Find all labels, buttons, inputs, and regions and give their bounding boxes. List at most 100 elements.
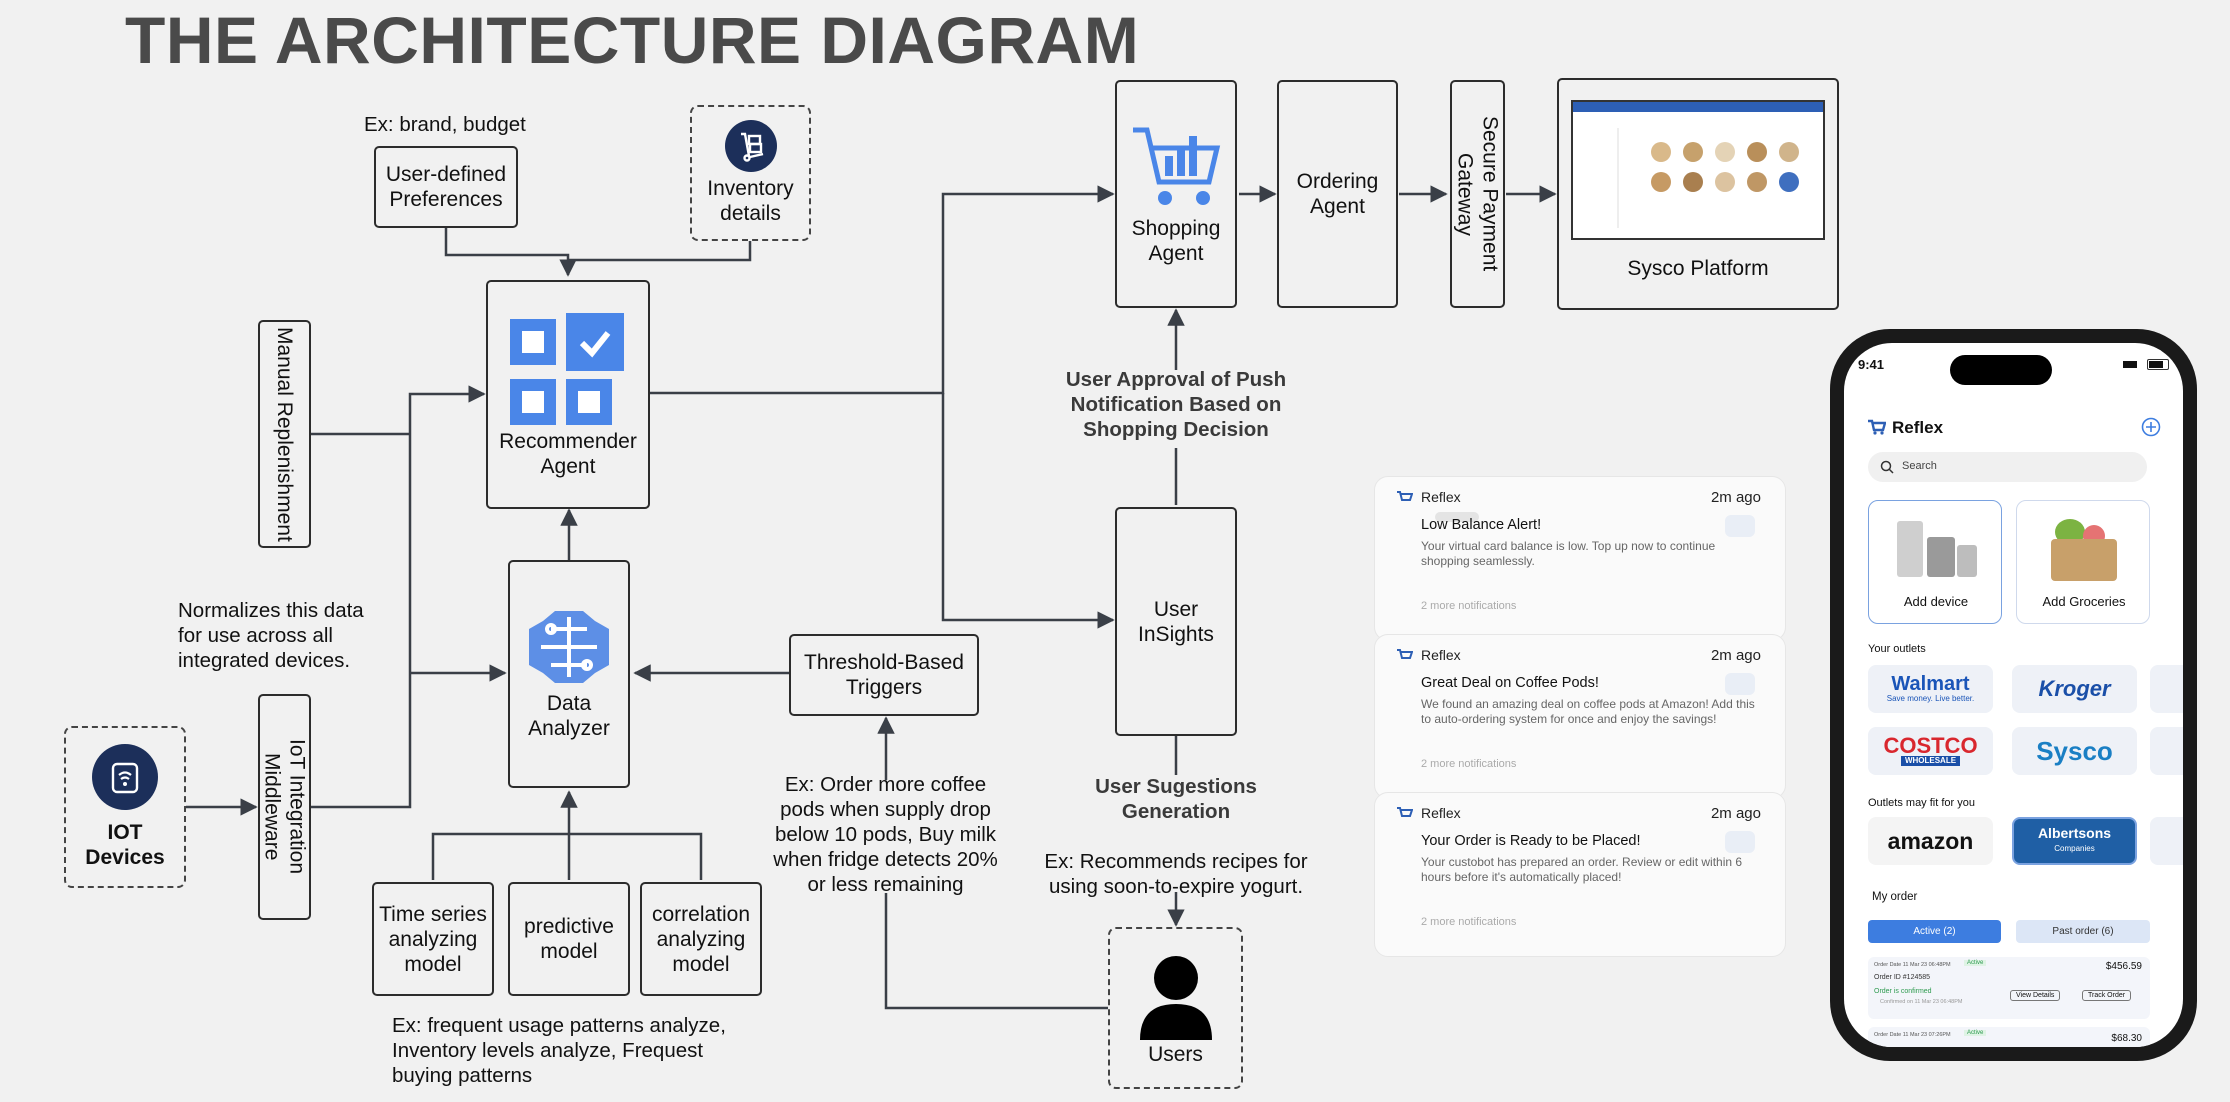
reflex-logo-icon <box>1868 419 1886 435</box>
order-status-badge: Active <box>1964 960 1987 966</box>
inventory-details-label: Inventory details <box>707 177 794 225</box>
costco-tagline: WHOLESALE <box>1900 756 1961 766</box>
walmart-name: Walmart <box>1891 673 1970 695</box>
hand-truck-icon <box>724 120 777 172</box>
note-coffee-example: Ex: Order more coffee pods when supply d… <box>773 773 998 896</box>
shopping-agent-label: Shopping Agent <box>1131 217 1221 265</box>
shopping-agent-node: Shopping Agent <box>1115 80 1237 308</box>
brain-chip-icon <box>529 611 609 683</box>
add-groceries-label: Add Groceries <box>2042 594 2126 609</box>
order-date: Order Date 11 Mar 23 06:48PM <box>1874 962 1951 968</box>
note-user-approval: User Approval of Push Notification Based… <box>1065 368 1287 441</box>
notification-time: 2m ago <box>1710 805 1761 822</box>
notification-app: Reflex <box>1421 647 1461 663</box>
shopping-cart-icon <box>1133 127 1221 205</box>
note-recipes-example: Ex: Recommends recipes for using soon-to… <box>1044 850 1308 898</box>
order-card[interactable]: Order Date 11 Mar 23 06:48PM Active $456… <box>1868 957 2150 1019</box>
user-insights-node: User InSights <box>1115 507 1237 736</box>
add-circle-icon[interactable] <box>2141 417 2161 437</box>
dynamic-island <box>1950 355 2052 385</box>
kroger-outlet[interactable]: Kroger <box>2012 665 2137 713</box>
phone-screen: 9:41 Reflex Search Add device <box>1844 343 2183 1047</box>
order-status-badge: Active <box>1964 1030 1987 1036</box>
status-icons <box>2123 359 2169 370</box>
albertsons-tagline: Companies <box>2054 844 2095 853</box>
notification-card[interactable]: Reflex 2m ago Your Order is Ready to be … <box>1374 792 1786 957</box>
grocery-bag-image <box>2047 515 2123 581</box>
time-series-model-node: Time series analyzing model <box>372 882 494 996</box>
note-patterns-example: Ex: frequent usage patterns analyze, Inv… <box>392 1014 726 1087</box>
recommender-agent-label: Recommender Agent <box>499 429 637 478</box>
diagram-title: THE ARCHITECTURE DIAGRAM <box>125 3 1140 77</box>
note-user-suggestions: User Sugestions Generation <box>1095 775 1257 823</box>
iot-devices-node: IOT Devices <box>64 726 186 888</box>
correlation-model-node: correlation analyzing model <box>640 882 762 996</box>
sysco-platform-label: Sysco Platform <box>1627 257 1769 280</box>
users-label: Users <box>1148 1042 1203 1066</box>
add-device-label: Add device <box>1903 594 1969 609</box>
cart-app-icon <box>1397 649 1413 659</box>
outlets-fit-heading: Outlets may fit for you <box>1868 797 1975 809</box>
iot-middleware-node: IoT Integration Middleware <box>258 694 311 920</box>
payment-gateway-node: Secure Payment Gateway <box>1450 80 1505 308</box>
users-node: Users <box>1108 927 1243 1089</box>
notification-more[interactable]: 2 more notifications <box>1421 600 1517 612</box>
add-groceries-card[interactable]: Add Groceries <box>2016 500 2150 624</box>
order-card[interactable]: Order Date 11 Mar 23 07:26PM Active $68.… <box>1868 1027 2150 1047</box>
costco-name: COSTCO <box>1883 733 1978 758</box>
notification-time: 2m ago <box>1710 489 1761 506</box>
notification-card[interactable]: Reflex 2m ago Great Deal on Coffee Pods!… <box>1374 634 1786 799</box>
appliances-image <box>1891 515 1981 581</box>
notification-title: Your Order is Ready to be Placed! <box>1421 833 1641 849</box>
track-order-button[interactable]: Track Order <box>2082 990 2132 1001</box>
order-date: Order Date 11 Mar 23 07:26PM <box>1874 1032 1951 1038</box>
cart-app-icon <box>1397 807 1413 817</box>
order-price: $68.30 <box>2111 1033 2142 1044</box>
costco-outlet[interactable]: COSTCO WHOLESALE <box>1868 727 1993 775</box>
walmart-tagline: Save money. Live better. <box>1886 694 1975 703</box>
order-confirmed-time: Confirmed on 11 Mar 23 06:48PM <box>1880 999 1963 1005</box>
cart-app-icon <box>1397 491 1413 501</box>
sysco-screenshot-thumbnail <box>1571 100 1825 240</box>
amazon-outlet[interactable]: amazon <box>1868 817 1993 865</box>
notification-title: Low Balance Alert! <box>1421 517 1542 533</box>
manual-replenishment-node: Manual Replenishment <box>258 320 311 548</box>
note-normalizes: Normalizes this data for use across all … <box>178 599 364 672</box>
user-silhouette-icon <box>1139 955 1212 1040</box>
view-details-button[interactable]: View Details <box>2010 990 2061 1001</box>
notification-more[interactable]: 2 more notifications <box>1421 758 1517 770</box>
add-device-card[interactable]: Add device <box>1868 500 2002 624</box>
notification-body: Your virtual card balance is low. Top up… <box>1421 539 1716 568</box>
search-input[interactable]: Search <box>1868 452 2147 482</box>
notification-more[interactable]: 2 more notifications <box>1421 916 1517 928</box>
notification-card[interactable]: Reflex 2m ago Low Balance Alert! Your vi… <box>1374 476 1786 641</box>
tab-past-orders[interactable]: Past order (6) <box>2016 920 2150 943</box>
note-brand-budget: Ex: brand, budget <box>364 113 526 136</box>
phone-mockup: 9:41 Reflex Search Add device <box>1830 329 2197 1061</box>
notification-app: Reflex <box>1421 489 1461 505</box>
iot-devices-label: IOT Devices <box>85 821 165 869</box>
notification-title: Great Deal on Coffee Pods! <box>1421 675 1599 691</box>
notification-app: Reflex <box>1421 805 1461 821</box>
recommender-grid-icon <box>510 312 624 425</box>
predictive-model-node: predictive model <box>508 882 630 996</box>
order-confirmed: Order is confirmed <box>1874 988 1932 995</box>
ordering-agent-node: Ordering Agent <box>1277 80 1398 308</box>
albertsons-name: Albertsons <box>2037 825 2112 841</box>
order-price: $456.59 <box>2105 961 2142 972</box>
your-outlets-heading: Your outlets <box>1868 643 1926 655</box>
sysco-outlet[interactable]: Sysco <box>2012 727 2137 775</box>
app-name: Reflex <box>1892 418 1944 437</box>
sysco-platform-node: Sysco Platform <box>1557 78 1839 310</box>
my-order-heading: My order <box>1872 891 1918 903</box>
walmart-outlet[interactable]: Walmart Save money. Live better. <box>1868 665 1993 713</box>
data-analyzer-node: Data Analyzer <box>508 560 630 788</box>
status-time: 9:41 <box>1858 357 1885 372</box>
search-icon <box>1880 460 1894 474</box>
recommender-agent-node: Recommender Agent <box>486 280 650 509</box>
albertsons-outlet[interactable]: Albertsons Companies <box>2012 817 2137 865</box>
tab-active-orders[interactable]: Active (2) <box>1868 920 2001 943</box>
notification-body: We found an amazing deal on coffee pods … <box>1421 697 1755 726</box>
inventory-details-node: Inventory details <box>690 105 811 241</box>
